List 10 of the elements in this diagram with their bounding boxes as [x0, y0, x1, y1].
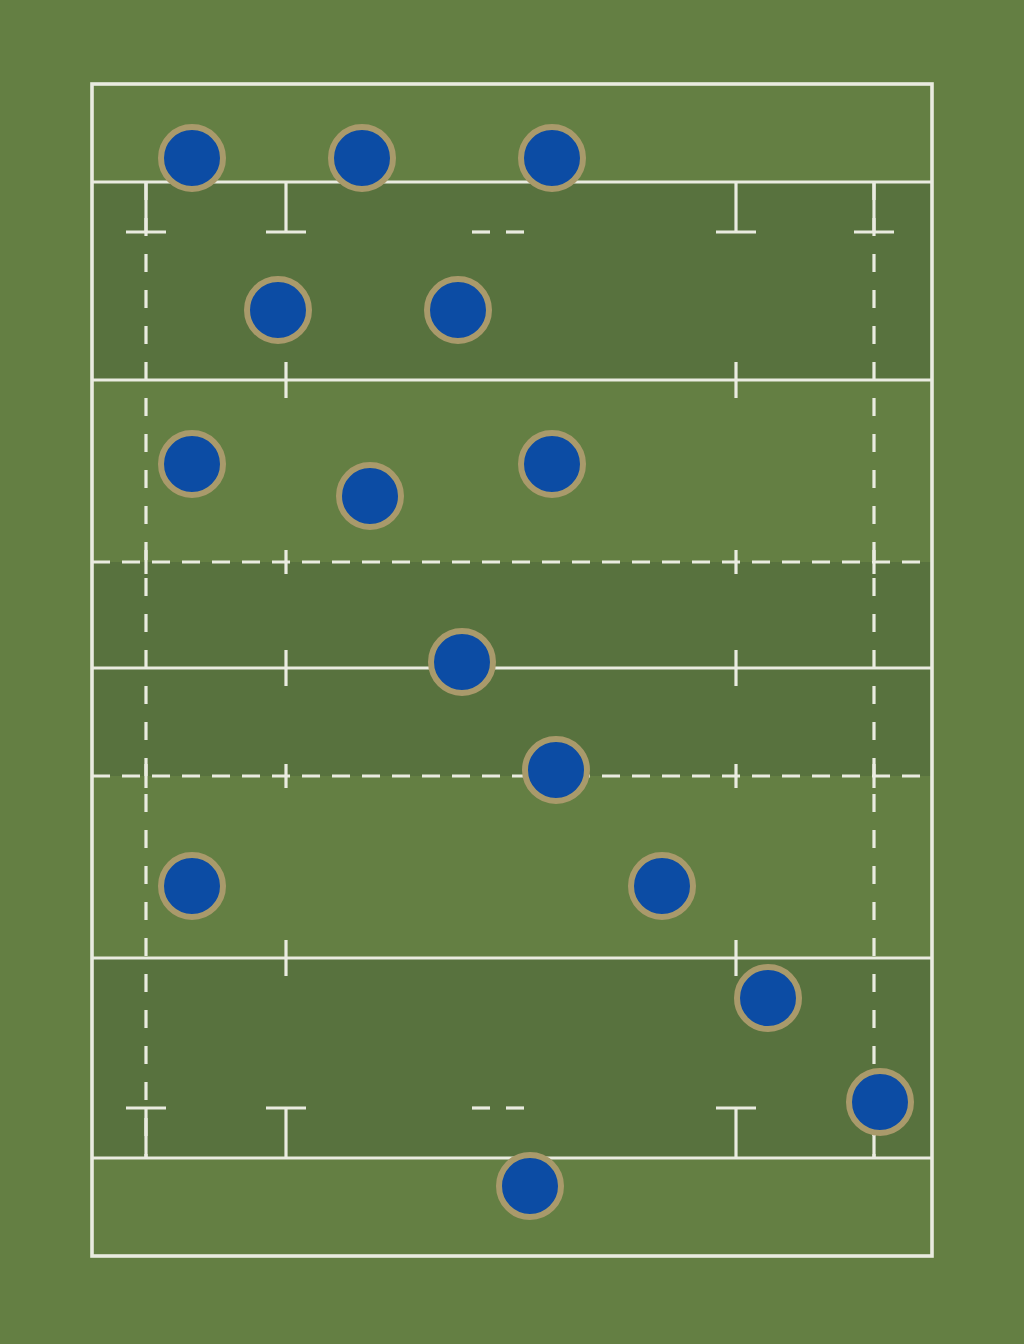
player-icon [156, 428, 228, 500]
player-icon [520, 734, 592, 806]
player-icon [156, 122, 228, 194]
player-icon [516, 428, 588, 500]
player-icon [326, 122, 398, 194]
player-icon [156, 850, 228, 922]
player-icon [494, 1150, 566, 1222]
player-icon [334, 460, 406, 532]
player-icon [626, 850, 698, 922]
player-icon [516, 122, 588, 194]
